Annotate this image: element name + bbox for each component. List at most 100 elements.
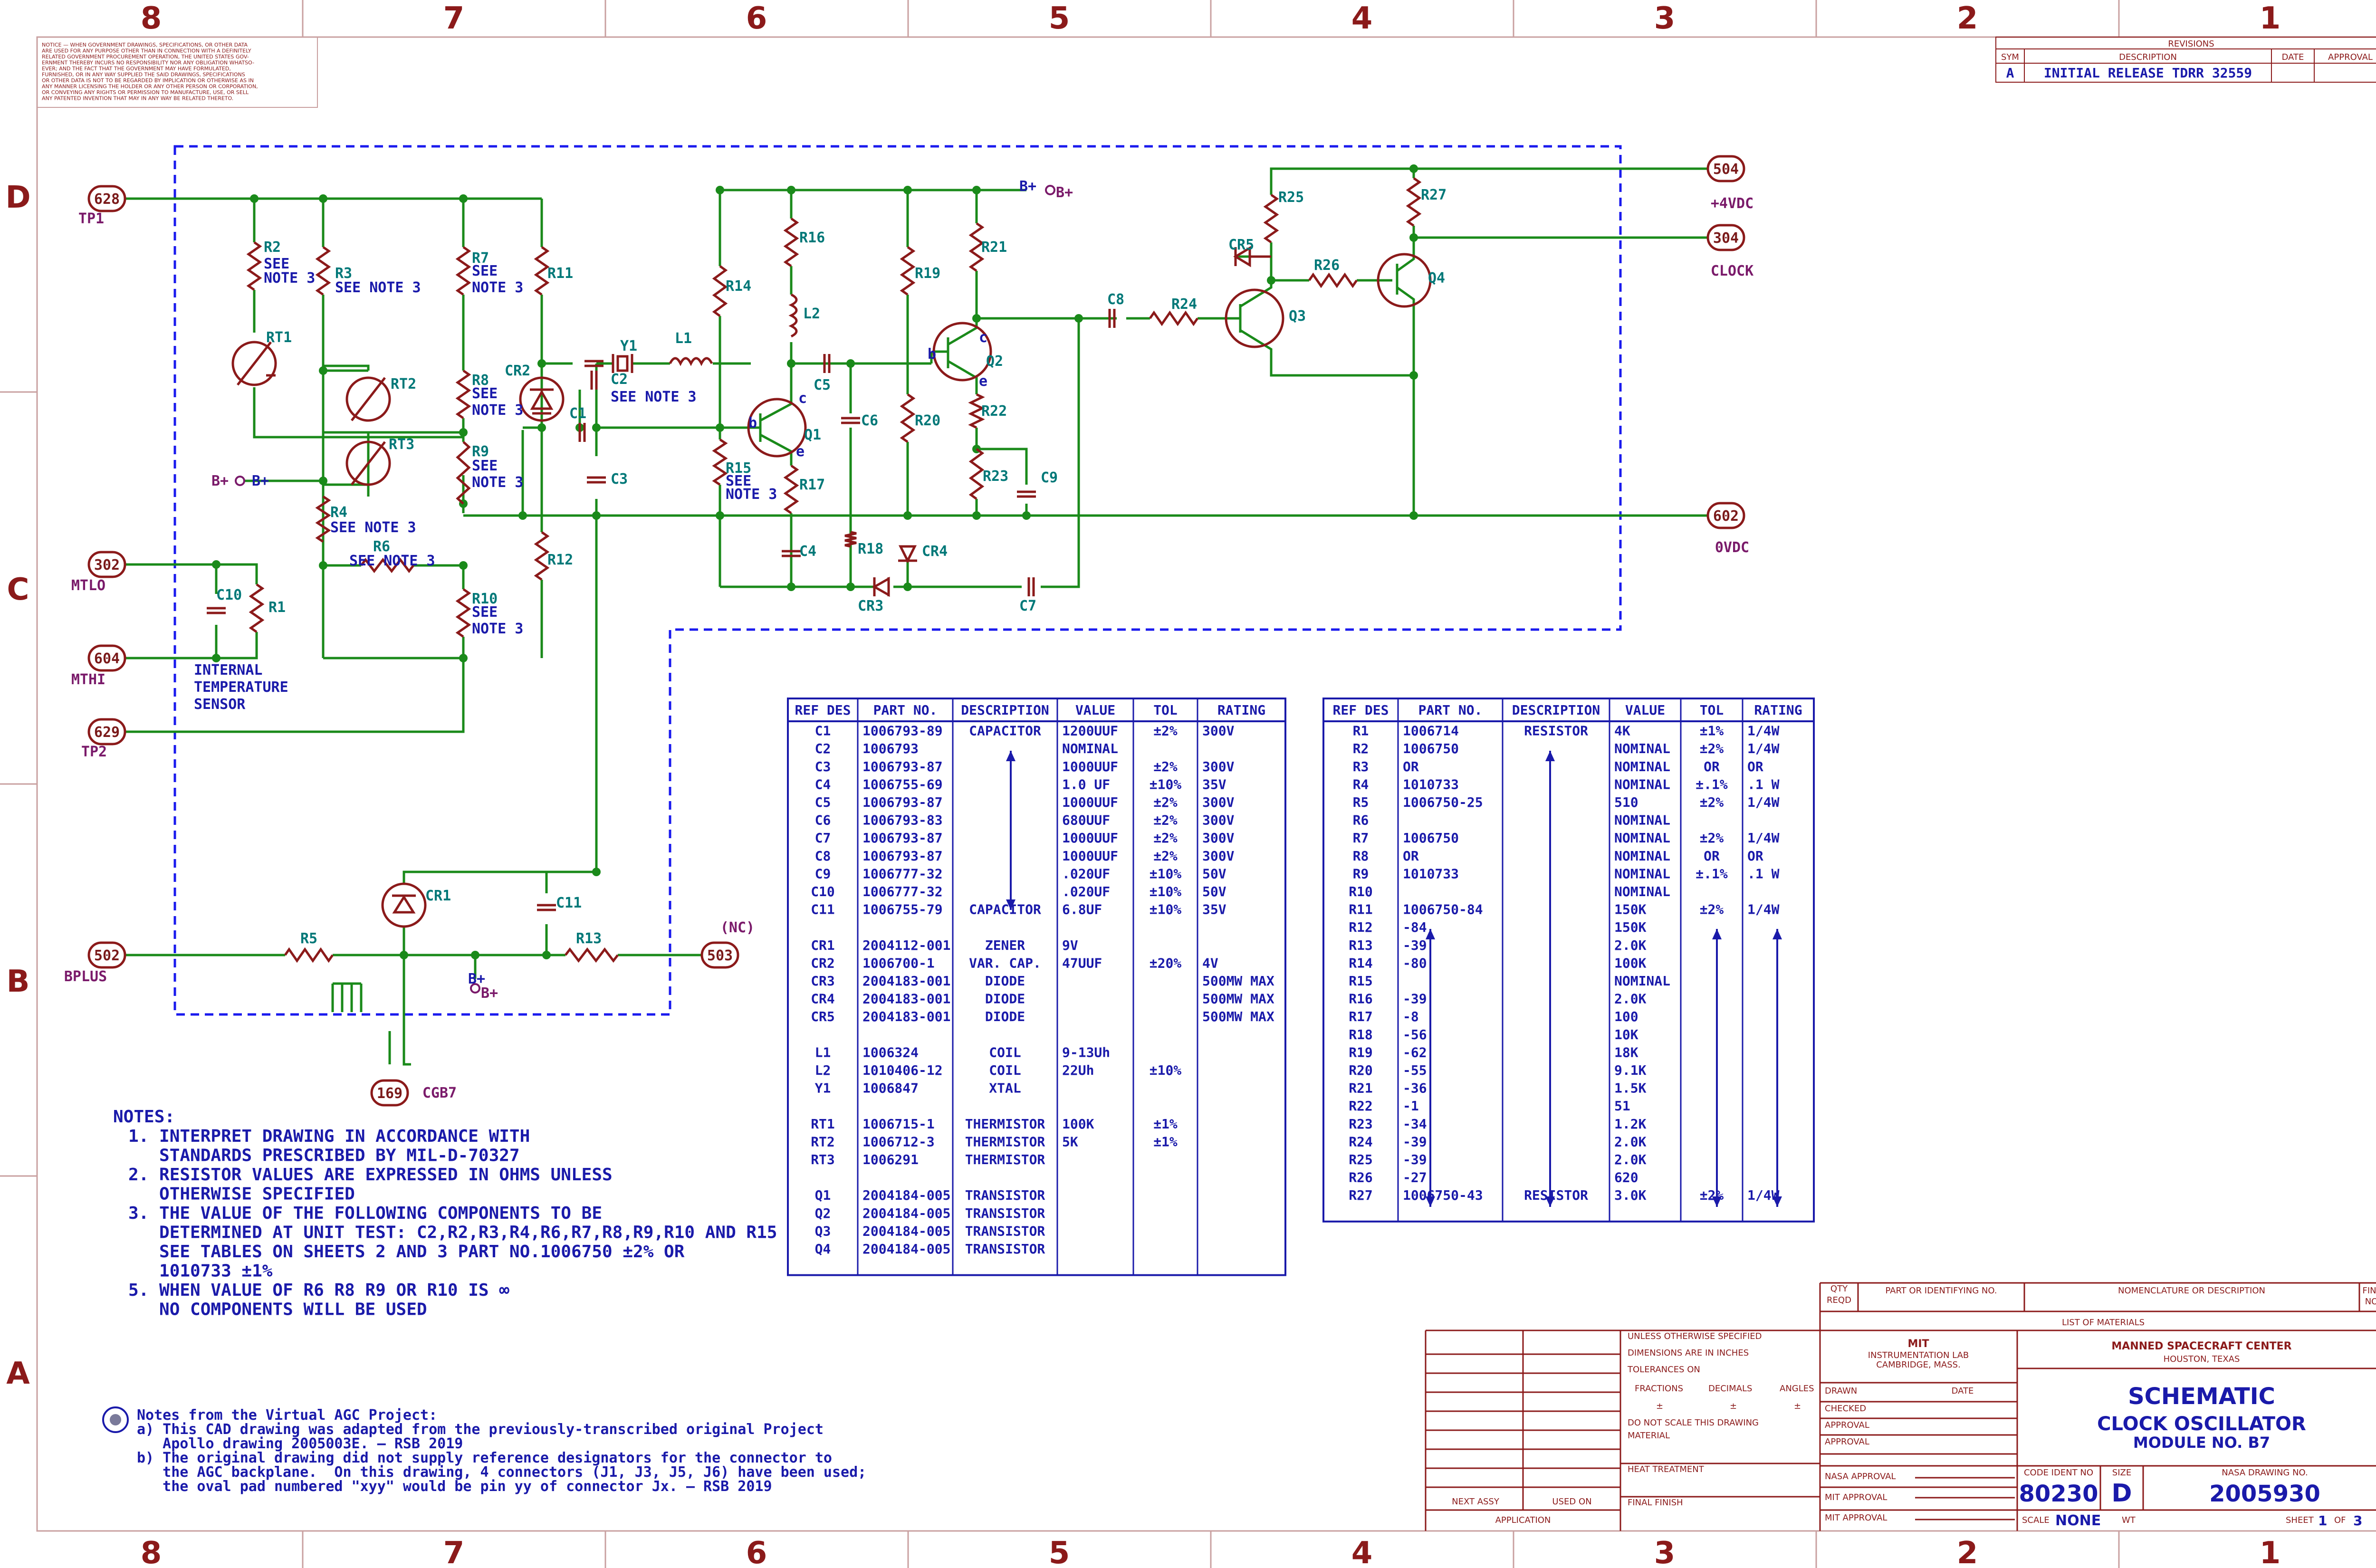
see-note-label: NOTE 3 xyxy=(264,270,315,287)
designator-r20: R20 xyxy=(915,412,940,429)
table-cell: 1006750 xyxy=(1403,741,1459,756)
table-cell: ±10% xyxy=(1150,902,1182,918)
table-cell: 300V xyxy=(1202,759,1235,774)
table-cell: 100K xyxy=(1614,955,1647,971)
table-cell: 150K xyxy=(1614,919,1647,935)
size-label: SIZE xyxy=(2112,1468,2131,1478)
table-cell: ±2% xyxy=(1153,794,1178,810)
terminal-c: c xyxy=(979,329,987,346)
mit-approval-label-2: MIT APPROVAL xyxy=(1825,1513,1887,1523)
designator-c1: C1 xyxy=(569,405,586,422)
table-cell: C4 xyxy=(815,776,831,792)
table-cell: 1006755-79 xyxy=(862,902,943,918)
table-cell: Q3 xyxy=(815,1223,831,1239)
designator-r14: R14 xyxy=(726,278,751,295)
designator-l1: L1 xyxy=(675,330,692,347)
table-cell: 100K xyxy=(1062,1116,1094,1132)
table-cell: R6 xyxy=(1353,813,1369,828)
table-cell: ±1% xyxy=(1153,1134,1178,1149)
table-cell: 2004183-001 xyxy=(862,1009,950,1024)
table-cell: ±2% xyxy=(1700,902,1724,918)
rev-header-sym: SYM xyxy=(2001,52,2019,62)
table-cell: R2 xyxy=(1353,741,1369,756)
notice-line: NOTICE — WHEN GOVERNMENT DRAWINGS, SPECI… xyxy=(42,42,248,48)
table-cell: TRANSISTOR xyxy=(965,1205,1045,1221)
table-cell: COIL xyxy=(989,1062,1021,1078)
table-cell: RT1 xyxy=(811,1116,835,1132)
table-cell: RESISTOR xyxy=(1524,723,1588,739)
connector-pin-504: 504+4VDC xyxy=(1706,155,1753,212)
designator-r19: R19 xyxy=(915,265,940,282)
pm-fractions: ± xyxy=(1656,1401,1663,1411)
table-cell: C1 xyxy=(815,723,831,739)
scale-value: NONE xyxy=(2055,1512,2101,1529)
designator-q2: Q2 xyxy=(986,353,1003,370)
designator-r5: R5 xyxy=(300,930,317,947)
see-note-label: SEE NOTE 3 xyxy=(349,553,435,569)
table-cell: CR1 xyxy=(811,937,835,953)
rev-header-approval: APPROVAL xyxy=(2328,52,2373,62)
table-cell: 1/4W xyxy=(1747,741,1780,756)
table-header: DESCRIPTION xyxy=(961,702,1049,718)
table-cell: CR4 xyxy=(811,991,835,1007)
zone-bottom-3: 3 xyxy=(1654,1536,1676,1568)
zone-top-3: 3 xyxy=(1654,1,1676,36)
decimals-label: DECIMALS xyxy=(1708,1384,1752,1394)
note-line: 1. INTERPRET DRAWING IN ACCORDANCE WITH xyxy=(128,1127,530,1146)
zone-bottom-4: 4 xyxy=(1351,1536,1373,1568)
table-cell: -39 xyxy=(1403,1134,1427,1149)
table-cell: ±2% xyxy=(1153,759,1178,774)
table-cell: -8 xyxy=(1403,1009,1419,1024)
table-cell: R25 xyxy=(1349,1152,1373,1167)
table-cell: 1006714 xyxy=(1403,723,1459,739)
table-cell: ±2% xyxy=(1153,830,1178,846)
see-note-label: SEE xyxy=(472,263,498,279)
table-cell: R16 xyxy=(1349,991,1373,1007)
table-cell: 1000UUF xyxy=(1062,759,1118,774)
table-cell: R4 xyxy=(1353,776,1369,792)
msc-label: MANNED SPACECRAFT CENTER xyxy=(2111,1340,2291,1352)
zone-bottom-2: 2 xyxy=(1957,1536,1978,1568)
size-value: D xyxy=(2111,1479,2132,1508)
module-outline xyxy=(173,145,1622,1016)
zone-left-C: C xyxy=(7,572,29,607)
table-header: PART NO. xyxy=(1418,702,1483,718)
note-line: DETERMINED AT UNIT TEST: C2,R2,R3,R4,R6,… xyxy=(128,1223,777,1243)
rev-header-desc: DESCRIPTION xyxy=(2119,52,2177,62)
zone-left-D: D xyxy=(5,180,30,215)
table-cell: -39 xyxy=(1403,1152,1427,1167)
pm-decimals: ± xyxy=(1730,1401,1737,1411)
vagc-note-line: Notes from the Virtual AGC Project: xyxy=(137,1407,437,1424)
note-line: 1010733 ±1% xyxy=(128,1262,273,1281)
note-line: SEE TABLES ON SHEETS 2 AND 3 PART NO.100… xyxy=(128,1242,685,1262)
bplus-label: B+ xyxy=(1019,178,1036,195)
table-cell: R24 xyxy=(1349,1134,1373,1149)
table-cell: 2.0K xyxy=(1614,937,1647,953)
zone-bottom-7: 7 xyxy=(443,1536,465,1568)
table-cell: NOMINAL xyxy=(1614,830,1670,846)
table-cell: 1006793 xyxy=(862,741,919,756)
designator-cr5: CR5 xyxy=(1228,237,1254,253)
drawing-notes: NOTES:1. INTERPRET DRAWING IN ACCORDANCE… xyxy=(113,1107,777,1319)
table-cell: 1000UUF xyxy=(1062,848,1118,864)
table-cell: 5K xyxy=(1062,1134,1078,1149)
table-header: REF DES xyxy=(795,702,851,718)
date-label: DATE xyxy=(1952,1386,1974,1396)
table-cell: -34 xyxy=(1403,1116,1427,1132)
loms-part-header: PART OR IDENTIFYING NO. xyxy=(1885,1286,1997,1296)
table-cell: CAPACITOR xyxy=(969,902,1041,918)
notice-line: FURNISHED, OR IN ANY WAY SUPPLIED THE SA… xyxy=(42,72,245,78)
mit-label: MIT xyxy=(1907,1338,1929,1350)
connector-pin-number: 604 xyxy=(94,650,120,667)
table-cell: 35V xyxy=(1202,776,1226,792)
zone-top-8: 8 xyxy=(141,1,162,36)
